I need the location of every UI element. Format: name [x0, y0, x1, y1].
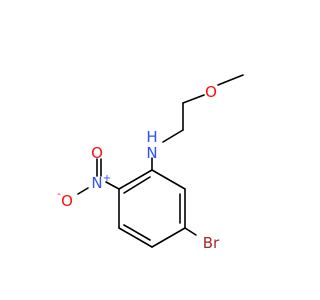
bond-ring-c6-c1 [118, 169, 153, 190]
bond-oxygen-ch2 [182, 94, 205, 104]
bond-ch2-nitrogen [162, 129, 184, 143]
bond-ring-bromine [184, 227, 197, 236]
bond-ring-inner-c4-c5 [123, 224, 151, 241]
molecule-structure: O N H N + O O - Br [0, 0, 300, 300]
bond-ring-c1-c2 [151, 169, 186, 190]
atom-o-nitro-left: O [61, 192, 73, 210]
charge-n-nitro: + [103, 173, 111, 184]
bond-nitro-oxygen-left [77, 187, 89, 195]
bond-ring-inner-c6-c1 [123, 176, 151, 194]
bond-ring-nitro [105, 181, 120, 190]
atom-h-amine: H [146, 128, 157, 146]
atom-bromine: Br [203, 234, 220, 252]
atom-o-methoxy: O [205, 83, 217, 101]
molecule-canvas: O N H N + O O - Br [0, 0, 300, 300]
bonds [77, 74, 244, 248]
charge-o-nitro: - [57, 189, 61, 200]
background [0, 0, 300, 300]
bond-methyl-oxygen [217, 74, 244, 86]
bond-ring-c3-c4 [151, 227, 186, 248]
atom-n-nitro: N [91, 174, 102, 192]
atom-o-nitro-top: O [91, 144, 103, 162]
bond-ring-c4-c5 [118, 227, 153, 248]
atom-n-amine: N [146, 144, 157, 162]
